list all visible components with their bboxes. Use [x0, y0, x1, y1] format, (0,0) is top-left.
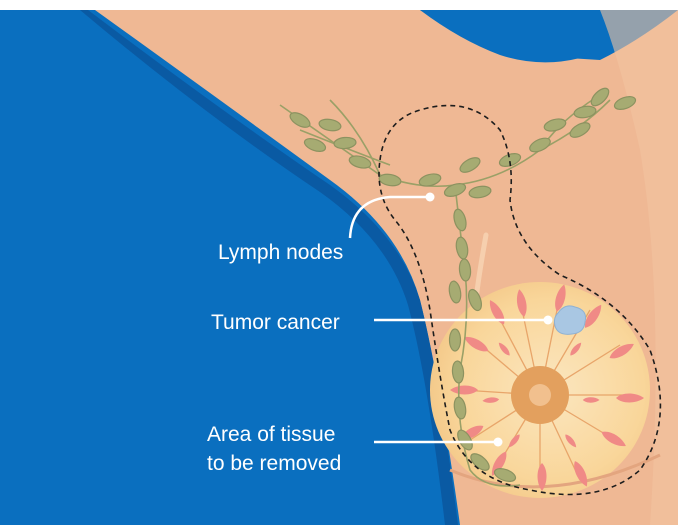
callout-dot-lymph — [426, 193, 435, 202]
label-tissue-line2: to be removed — [207, 452, 341, 475]
callout-dot-tumor — [544, 316, 553, 325]
nipple — [529, 384, 551, 406]
callout-dot-tissue — [494, 438, 503, 447]
label-tumor-cancer: Tumor cancer — [211, 311, 340, 334]
label-tissue-line1: Area of tissue — [207, 423, 335, 446]
label-lymph-nodes: Lymph nodes — [218, 241, 343, 264]
top-white-border — [0, 0, 678, 10]
